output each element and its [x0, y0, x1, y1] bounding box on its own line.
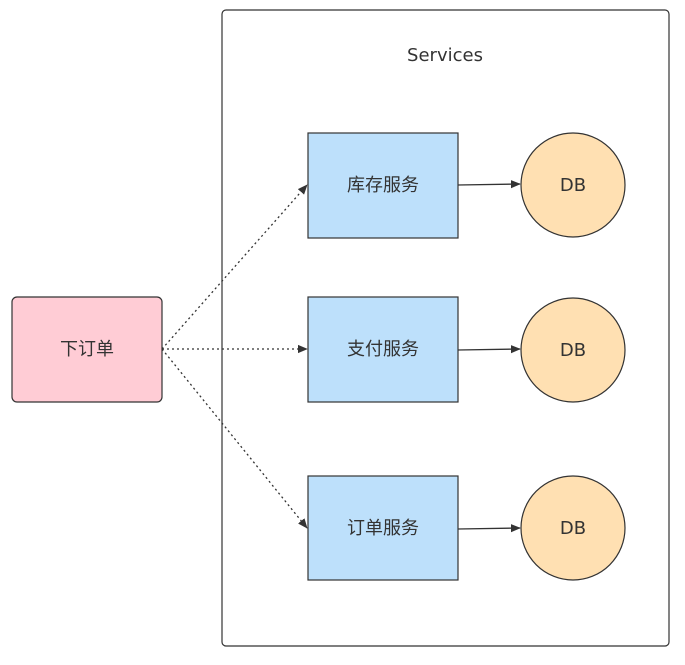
service-label: 库存服务: [347, 175, 419, 196]
db-node-payment[interactable]: DB: [520, 297, 626, 403]
connector-client-to-order: [161, 348, 308, 529]
connector-client-to-inventory: [161, 184, 308, 350]
client-node-label: 下订单: [60, 339, 114, 360]
db-circle[interactable]: [520, 297, 626, 403]
db-label: DB: [560, 518, 586, 539]
client-node[interactable]: 下订单: [11, 296, 163, 403]
service-node-payment[interactable]: 支付服务: [307, 296, 459, 403]
db-node-inventory[interactable]: DB: [520, 132, 626, 238]
db-label: DB: [560, 340, 586, 361]
service-label: 支付服务: [347, 339, 419, 360]
db-circle[interactable]: [520, 132, 626, 238]
service-box[interactable]: [307, 132, 459, 239]
services-group-label: Services: [407, 45, 483, 66]
db-label: DB: [560, 175, 586, 196]
client-connectors: [161, 184, 308, 529]
connector-inventory-to-db: [457, 179, 521, 189]
connector-order-to-db: [457, 523, 521, 533]
connector-payment-to-db: [457, 344, 521, 354]
service-box[interactable]: [307, 475, 459, 581]
db-node-order[interactable]: DB: [520, 475, 626, 581]
service-label: 订单服务: [347, 518, 419, 539]
db-circle[interactable]: [520, 475, 626, 581]
service-node-order[interactable]: 订单服务: [307, 475, 459, 581]
client-node-box[interactable]: [11, 296, 163, 403]
service-node-inventory[interactable]: 库存服务: [307, 132, 459, 239]
service-box[interactable]: [307, 296, 459, 403]
